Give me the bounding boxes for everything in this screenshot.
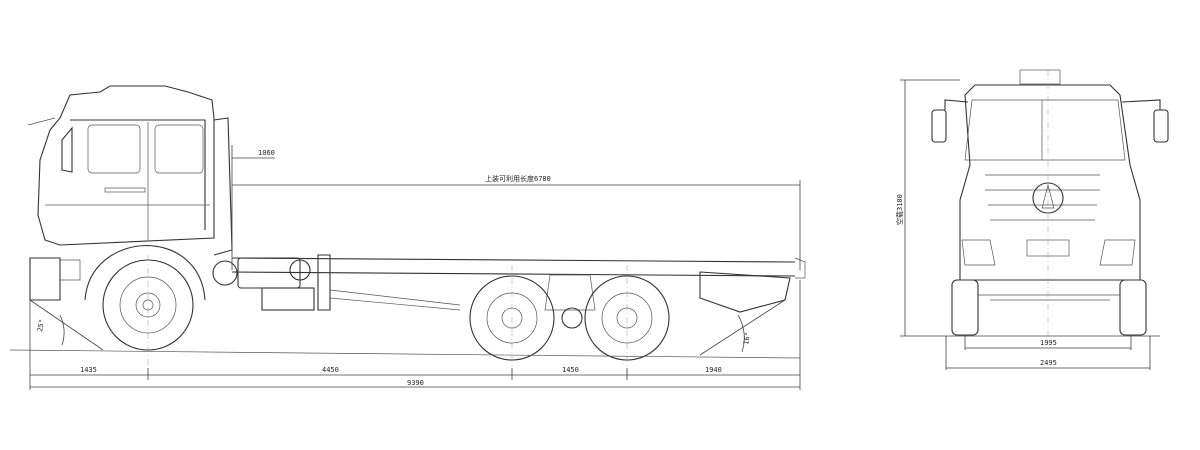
width-dim: 2495	[1040, 359, 1057, 367]
left-tire	[951, 279, 979, 336]
axle-centerlines	[147, 255, 628, 380]
dim-rear-overhang: 1940	[705, 366, 722, 374]
approach-angle-label: 25°	[36, 318, 46, 332]
height-dim: 空载3100	[895, 194, 904, 225]
departure-angle-label: 16°	[742, 331, 752, 345]
dim-tandem-spacing: 1450	[562, 366, 579, 374]
windshield	[964, 99, 1126, 161]
dim-total-length: 9390	[407, 379, 424, 387]
top-dimension-lines	[231, 145, 801, 270]
side-view: 25° 16° 1060 上装可利用长度6780 1435 4450 1450 …	[9, 85, 806, 390]
headlights	[961, 239, 1136, 266]
right-tire	[1119, 279, 1147, 336]
front-wheel-arch	[84, 245, 206, 301]
roof-vent	[1019, 69, 1061, 85]
dim-front-overhang: 1435	[80, 366, 97, 374]
chassis-frame	[212, 254, 806, 329]
width-dimension-lines	[945, 336, 1151, 370]
body-length-dim: 上装可利用长度6780	[485, 174, 551, 183]
front-view: 空载3100 1995 2495	[895, 69, 1169, 370]
height-dimension-line	[900, 79, 1160, 337]
mirrors	[931, 99, 1169, 143]
dim-wheelbase: 4450	[322, 366, 339, 374]
cab-clearance-dim: 1060	[258, 149, 275, 157]
approach-angle-line	[29, 299, 104, 351]
bottom-dimension-lines	[29, 280, 801, 390]
ground-line	[9, 349, 801, 359]
track-dim: 1995	[1040, 339, 1057, 347]
cab	[27, 85, 233, 301]
grille	[985, 174, 1100, 221]
cab-front	[959, 84, 1141, 281]
departure-angle-line	[699, 299, 786, 356]
